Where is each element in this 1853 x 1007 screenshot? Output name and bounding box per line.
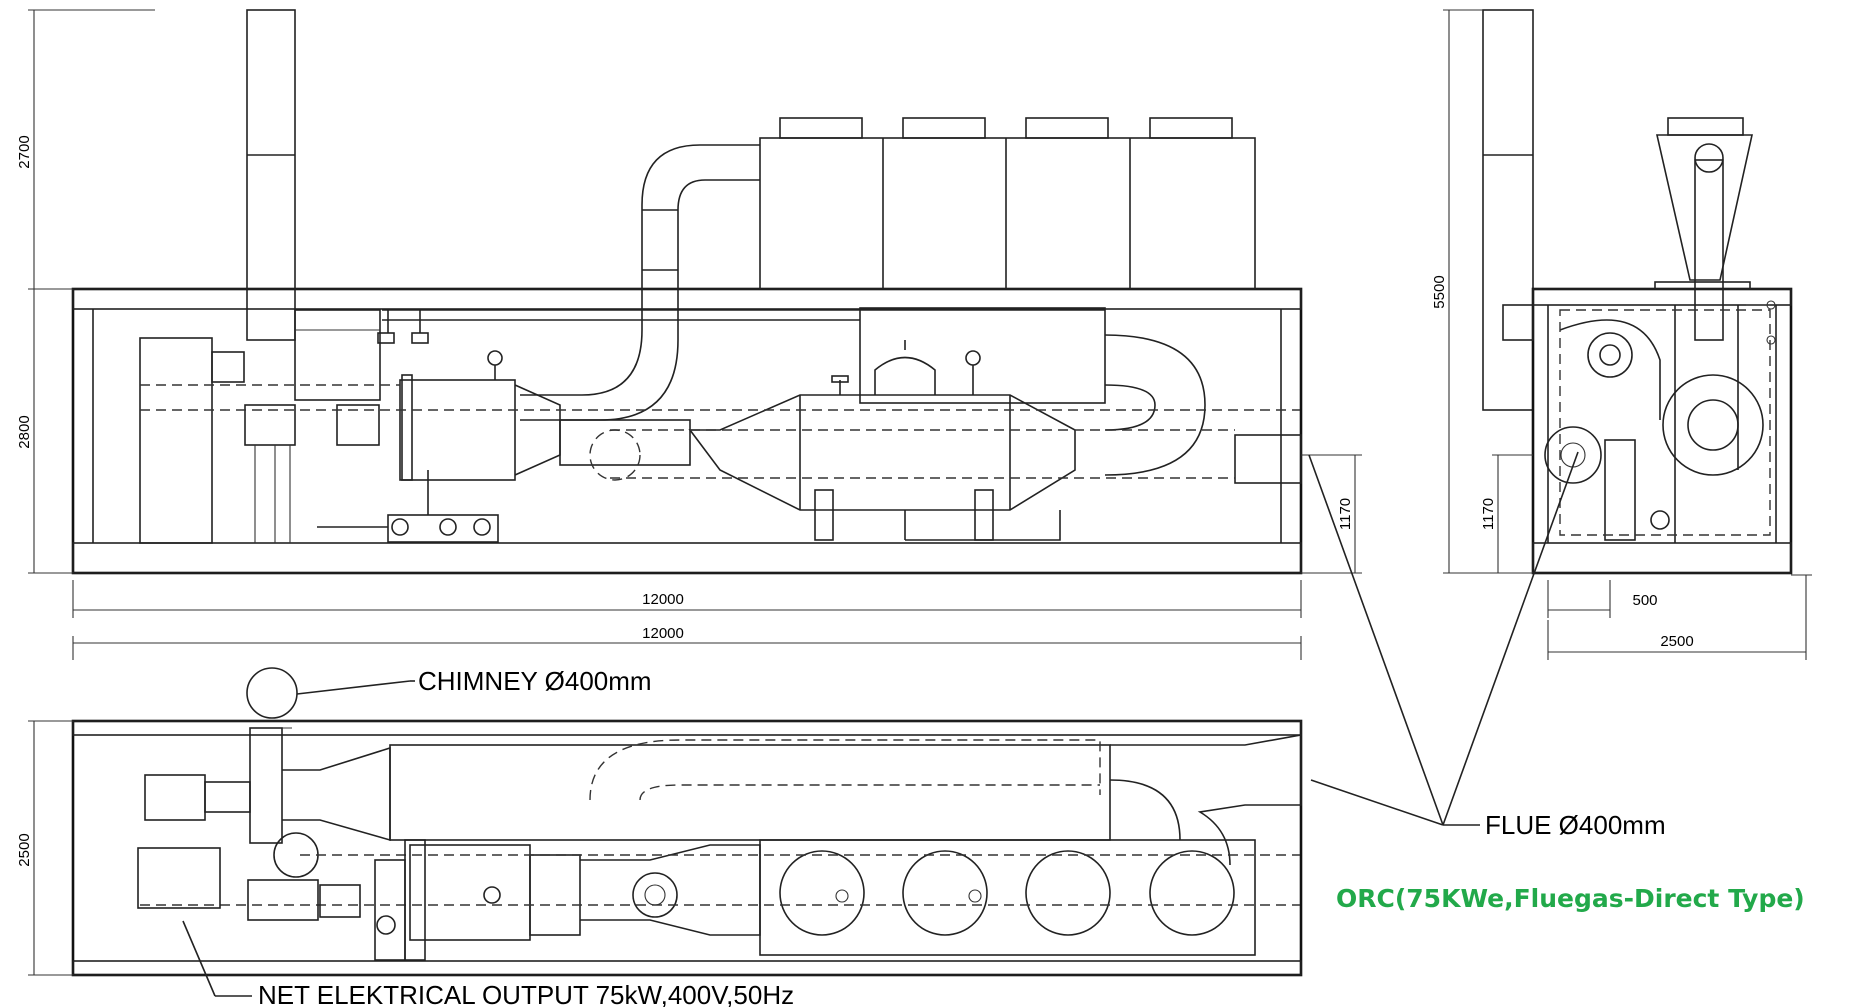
leader-lines <box>182 451 1579 997</box>
side-elevation-view: 2700 2800 1170 12000 <box>16 9 1362 618</box>
dim-side-length: 12000 <box>642 591 684 608</box>
dim-end-flue-height: 1170 <box>1480 498 1497 530</box>
side-dimension-lines <box>28 9 1362 618</box>
flue-callout: FLUE Ø400mm <box>1485 810 1666 840</box>
chimney-callout: CHIMNEY Ø400mm <box>418 666 652 696</box>
dim-end-width: 2500 <box>1660 633 1693 650</box>
condenser-modules <box>759 117 1256 290</box>
plan-condenser-fans <box>759 839 1256 956</box>
dim-top-length: 12000 <box>642 625 684 642</box>
dim-end-overall-height: 5500 <box>1431 275 1448 308</box>
dim-end-flue-offset: 500 <box>1632 592 1657 609</box>
electrical-output-callout: NET ELEKTRICAL OUTPUT 75kW,400V,50Hz <box>258 980 794 1007</box>
pump-and-heater-skid <box>139 309 1300 544</box>
plan-view: 12000 2500 <box>16 625 1303 977</box>
dim-top-width: 2500 <box>16 833 33 866</box>
dim-side-container-height: 2800 <box>16 415 33 448</box>
dim-side-flue-height: 1170 <box>1337 498 1354 530</box>
drawing-title: ORC(75KWe,Fluegas-Direct Type) <box>1336 884 1805 913</box>
dim-side-stack-height: 2700 <box>16 135 33 168</box>
evaporator-vessel <box>399 340 1076 541</box>
end-view: 5500 1170 500 2500 <box>1431 9 1812 660</box>
